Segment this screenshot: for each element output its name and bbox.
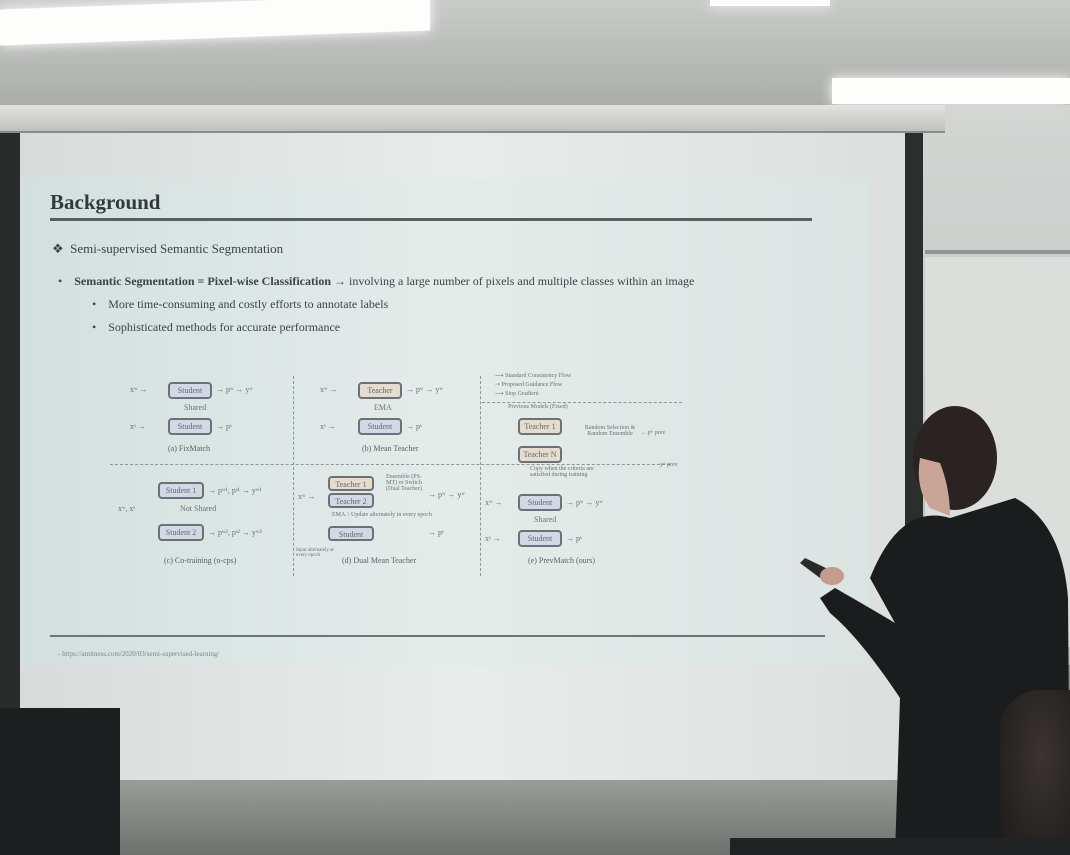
citation: - https://amitness.com/2020/03/semi-supe… bbox=[58, 650, 220, 658]
student-box: Student 2 bbox=[158, 524, 204, 541]
input: xʷ, xˢ bbox=[118, 504, 136, 513]
previous-models-label: Previous Models (Fixed) bbox=[508, 404, 568, 410]
input-xs: xˢ → bbox=[485, 534, 501, 543]
output: → pʷ², pˢ² → yʷ² bbox=[208, 528, 262, 537]
input-alt-label: Input alternately at every epoch bbox=[296, 548, 334, 558]
bullet-bold-text: Semantic Segmentation = Pixel-wise Class… bbox=[74, 274, 332, 288]
output: → pˢ bbox=[428, 528, 444, 537]
sub-bullet-text: Sophisticated methods for accurate perfo… bbox=[108, 320, 341, 334]
output: → pʷ → yʷ bbox=[428, 490, 465, 499]
computer-monitor bbox=[0, 708, 120, 855]
input-xw: xʷ → bbox=[130, 385, 148, 394]
output: → pˢ bbox=[406, 422, 422, 431]
caption-co-training: (c) Co-training (n-cps) bbox=[164, 556, 237, 565]
ema-label: EMA bbox=[374, 403, 392, 412]
section-heading: ❖ Semi-supervised Semantic Segmentation bbox=[52, 241, 283, 257]
sub-bullet: • Sophisticated methods for accurate per… bbox=[92, 320, 341, 334]
main-bullet: • Semantic Segmentation = Pixel-wise Cla… bbox=[58, 274, 695, 288]
copy-label: Copy when the criteria are satisfied dur… bbox=[530, 466, 594, 478]
sub-bullet-text: More time-consuming and costly efforts t… bbox=[108, 297, 389, 311]
slide-title: Background bbox=[50, 190, 161, 214]
caption-fixmatch: (a) FixMatch bbox=[168, 444, 210, 453]
ceiling-light bbox=[832, 78, 1070, 104]
input-xs: xˢ → bbox=[130, 422, 146, 431]
caption-mean-teacher: (b) Mean Teacher bbox=[362, 444, 419, 453]
ceiling-light bbox=[0, 0, 430, 46]
caption-dual-mean-teacher: (d) Dual Mean Teacher bbox=[342, 556, 417, 565]
audience-member-head bbox=[1000, 690, 1070, 855]
output: → pʷ → yʷ bbox=[406, 385, 443, 394]
caption-prevmatch: (e) PrevMatch (ours) bbox=[528, 556, 596, 565]
teacher-box: Teacher N bbox=[518, 446, 562, 463]
student-box: Student bbox=[328, 526, 374, 541]
legend-item: ⟶ Standard Consistency Flow bbox=[495, 373, 572, 379]
output: → pʷ → yʷ bbox=[216, 385, 253, 394]
wall-rail bbox=[925, 250, 1070, 254]
screen-frame-left bbox=[0, 133, 20, 713]
teacher-box: Teacher 2 bbox=[328, 493, 374, 508]
student-box: Student bbox=[518, 530, 562, 547]
input-xs: xˢ → bbox=[320, 422, 336, 431]
teacher-box: Teacher bbox=[358, 382, 402, 399]
presentation-slide: Background ❖ Semi-supervised Semantic Se… bbox=[20, 178, 870, 666]
title-rule bbox=[50, 218, 812, 221]
presenter-face bbox=[918, 458, 950, 516]
output: → pʷ¹, pˢ¹ → yʷ¹ bbox=[208, 486, 262, 495]
projector-screen-housing bbox=[0, 105, 945, 133]
input-xw: xʷ → bbox=[298, 492, 316, 501]
ensemble-label: Ensemble (PS-MT) or Switch (Dual Teacher… bbox=[386, 474, 422, 492]
student-box: Student bbox=[518, 494, 562, 511]
shared-label: Shared bbox=[534, 515, 557, 524]
ceiling-light bbox=[710, 0, 830, 6]
footer-rule bbox=[50, 635, 825, 637]
ceiling bbox=[0, 0, 1070, 110]
desk bbox=[730, 838, 1070, 855]
teacher-box: Teacher 1 bbox=[328, 476, 374, 491]
student-box: Student bbox=[168, 418, 212, 435]
not-shared-label: Not Shared bbox=[180, 504, 217, 513]
ema-update-label: EMA ↑ Update alternately in every epoch bbox=[332, 512, 432, 518]
sub-bullet: • More time-consuming and costly efforts… bbox=[92, 297, 389, 311]
shared-label: Shared bbox=[184, 403, 207, 412]
random-label: Random Selection & Random Ensemble bbox=[584, 425, 636, 437]
input-xw: xʷ → bbox=[485, 498, 503, 507]
teacher-box: Teacher 1 bbox=[518, 418, 562, 435]
input-xw: xʷ → bbox=[320, 385, 338, 394]
output: → pʷ prev bbox=[640, 430, 666, 436]
legend-item: ⇢ Proposed Guidance Flow bbox=[495, 382, 563, 388]
output: → pʷ → yʷ bbox=[566, 498, 603, 507]
legend-item: ⟶ Stop Gradient bbox=[495, 391, 539, 397]
section-text: Semi-supervised Semantic Segmentation bbox=[70, 241, 284, 256]
output: → pˢ bbox=[216, 422, 232, 431]
student-box: Student bbox=[168, 382, 212, 399]
output: yʷ prev bbox=[660, 462, 678, 468]
presenter-hand bbox=[820, 567, 844, 585]
diamond-bullet-icon: ❖ bbox=[52, 241, 64, 256]
student-box: Student bbox=[358, 418, 402, 435]
methods-diagram: xʷ → Student → pʷ → yʷ Shared xˢ → Stude… bbox=[110, 370, 690, 580]
bullet-text: → involving a large number of pixels and… bbox=[334, 274, 695, 288]
output: → pˢ bbox=[566, 534, 582, 543]
student-box: Student 1 bbox=[158, 482, 204, 499]
